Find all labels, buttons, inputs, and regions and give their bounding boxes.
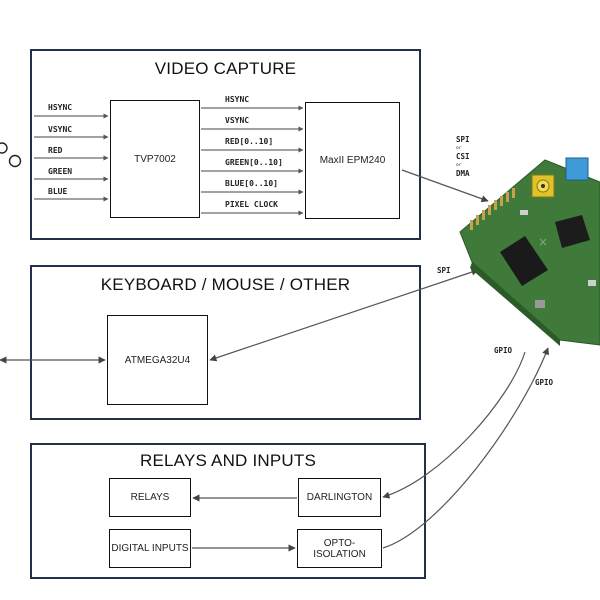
output-signal-vsync: VSYNC (225, 116, 250, 125)
bus-label-spi: SPI (456, 135, 470, 144)
bus-label-gpio-2: GPIO (535, 378, 554, 387)
maxii-epm240-label: MaxII EPM240 (319, 155, 386, 166)
maxii-epm240-chip: MaxII EPM240 (305, 102, 400, 219)
atmega32u4-label: ATMEGA32U4 (124, 354, 191, 366)
darlington-block: DARLINGTON (298, 478, 381, 517)
input-signal-red: RED (48, 146, 63, 155)
video-capture-title: VIDEO CAPTURE (154, 59, 297, 78)
atmega32u4-chip: ATMEGA32U4 (107, 315, 208, 405)
input-wires (34, 113, 109, 202)
bus-label-or-1: or (456, 145, 462, 151)
output-wires (201, 105, 304, 216)
bus-label-dma: DMA (456, 169, 470, 178)
darlington-label: DARLINGTON (306, 492, 373, 503)
vga-connector-icon (0, 142, 22, 168)
output-signal-red: RED[0..10] (225, 137, 274, 146)
raspberry-pi-board-icon: × (459, 157, 600, 346)
bus-label-gpio-1: GPIO (494, 346, 513, 355)
digital-inputs-block: DIGITAL INPUTS (109, 529, 191, 568)
output-signal-green: GREEN[0..10] (225, 158, 283, 167)
tvp7002-label: TVP7002 (134, 153, 176, 165)
relays-label: RELAYS (130, 492, 170, 503)
opto-isolation-label: OPTO-ISOLATION (313, 537, 366, 560)
relays-block: RELAYS (109, 478, 191, 517)
tvp7002-chip: TVP7002 (110, 100, 200, 218)
atmega-spi-arrow (209, 268, 479, 362)
gpio-to-darlington-arrow (382, 351, 526, 499)
svg-text:×: × (538, 235, 548, 249)
input-signal-blue: BLUE (48, 187, 68, 196)
opto-isolation-block: OPTO-ISOLATION (297, 529, 382, 568)
bus-label-csi: CSI (456, 152, 470, 161)
input-signal-green: GREEN (48, 167, 73, 176)
bus-label-or-2: or (456, 162, 462, 168)
bus-label-group: SPI or CSI or DMA (456, 135, 470, 179)
output-signal-pixel-clock: PIXEL CLOCK (225, 200, 278, 209)
output-signal-blue: BLUE[0..10] (225, 179, 278, 188)
output-signal-hsync: HSYNC (225, 95, 250, 104)
maxii-to-pi-arrow (401, 169, 489, 203)
opto-to-gpio-arrow (382, 347, 550, 549)
relays-inputs-title: RELAYS AND INPUTS (140, 451, 316, 470)
digital-inputs-label: DIGITAL INPUTS (111, 543, 189, 554)
input-signal-vsync: VSYNC (48, 125, 73, 134)
input-signal-hsync: HSYNC (48, 103, 73, 112)
